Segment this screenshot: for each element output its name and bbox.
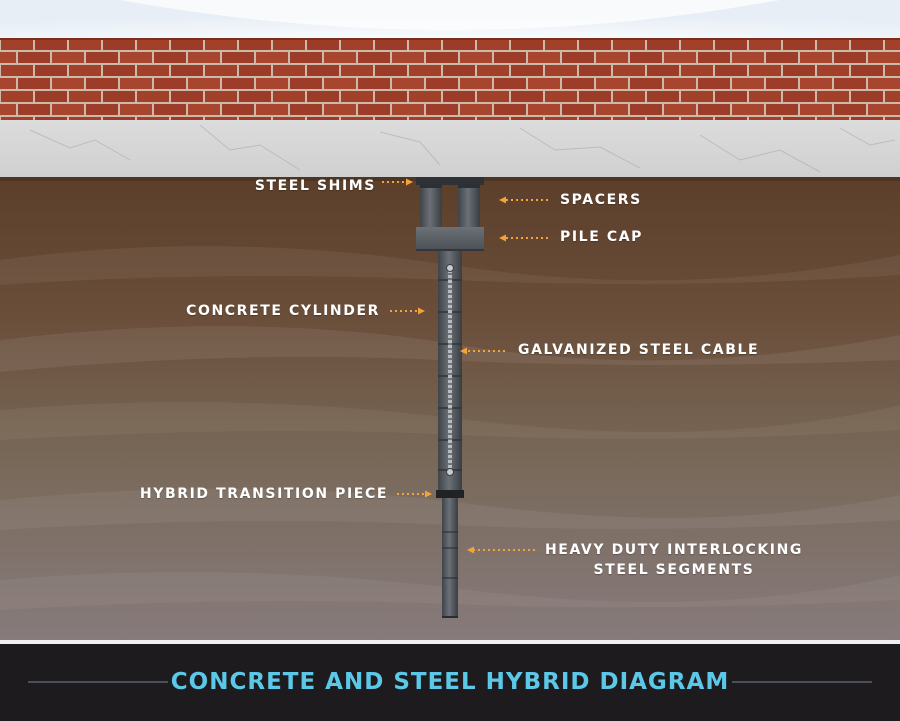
arrow-heads	[406, 178, 506, 554]
footer-rule-left	[28, 681, 168, 683]
hybrid-transition-shape	[436, 490, 464, 498]
ground-edge	[0, 640, 900, 644]
label-hybrid-transition: HYBRID TRANSITION PIECE	[139, 486, 388, 502]
steel-shims	[416, 177, 484, 185]
spacer-left	[420, 184, 442, 228]
concrete-slab	[0, 120, 900, 177]
label-galvanized-cable: GALVANIZED STEEL CABLE	[518, 342, 760, 358]
diagram-title: CONCRETE AND STEEL HYBRID DIAGRAM	[170, 669, 730, 695]
spacer-right	[458, 184, 480, 228]
label-concrete-cylinder: CONCRETE CYLINDER	[186, 303, 380, 319]
label-steel-segments-line2: STEEL SEGMENTS	[593, 562, 755, 578]
callout-arrows	[382, 181, 548, 551]
galvanized-cable	[446, 264, 454, 476]
sky-glow	[120, 0, 780, 30]
label-steel-shims: STEEL SHIMS	[254, 178, 376, 194]
brick-wall	[0, 38, 900, 120]
label-steel-segments-line1: HEAVY DUTY INTERLOCKING	[544, 542, 804, 558]
footer-rule-right	[732, 681, 872, 683]
steel-segments-shape	[442, 498, 458, 618]
pile-cap-shape	[416, 227, 484, 251]
label-pile-cap: PILE CAP	[560, 229, 643, 245]
label-steel-segments: HEAVY DUTY INTERLOCKING STEEL SEGMENTS	[540, 540, 808, 580]
concrete-cracks	[29, 124, 896, 173]
label-spacers: SPACERS	[560, 192, 642, 208]
